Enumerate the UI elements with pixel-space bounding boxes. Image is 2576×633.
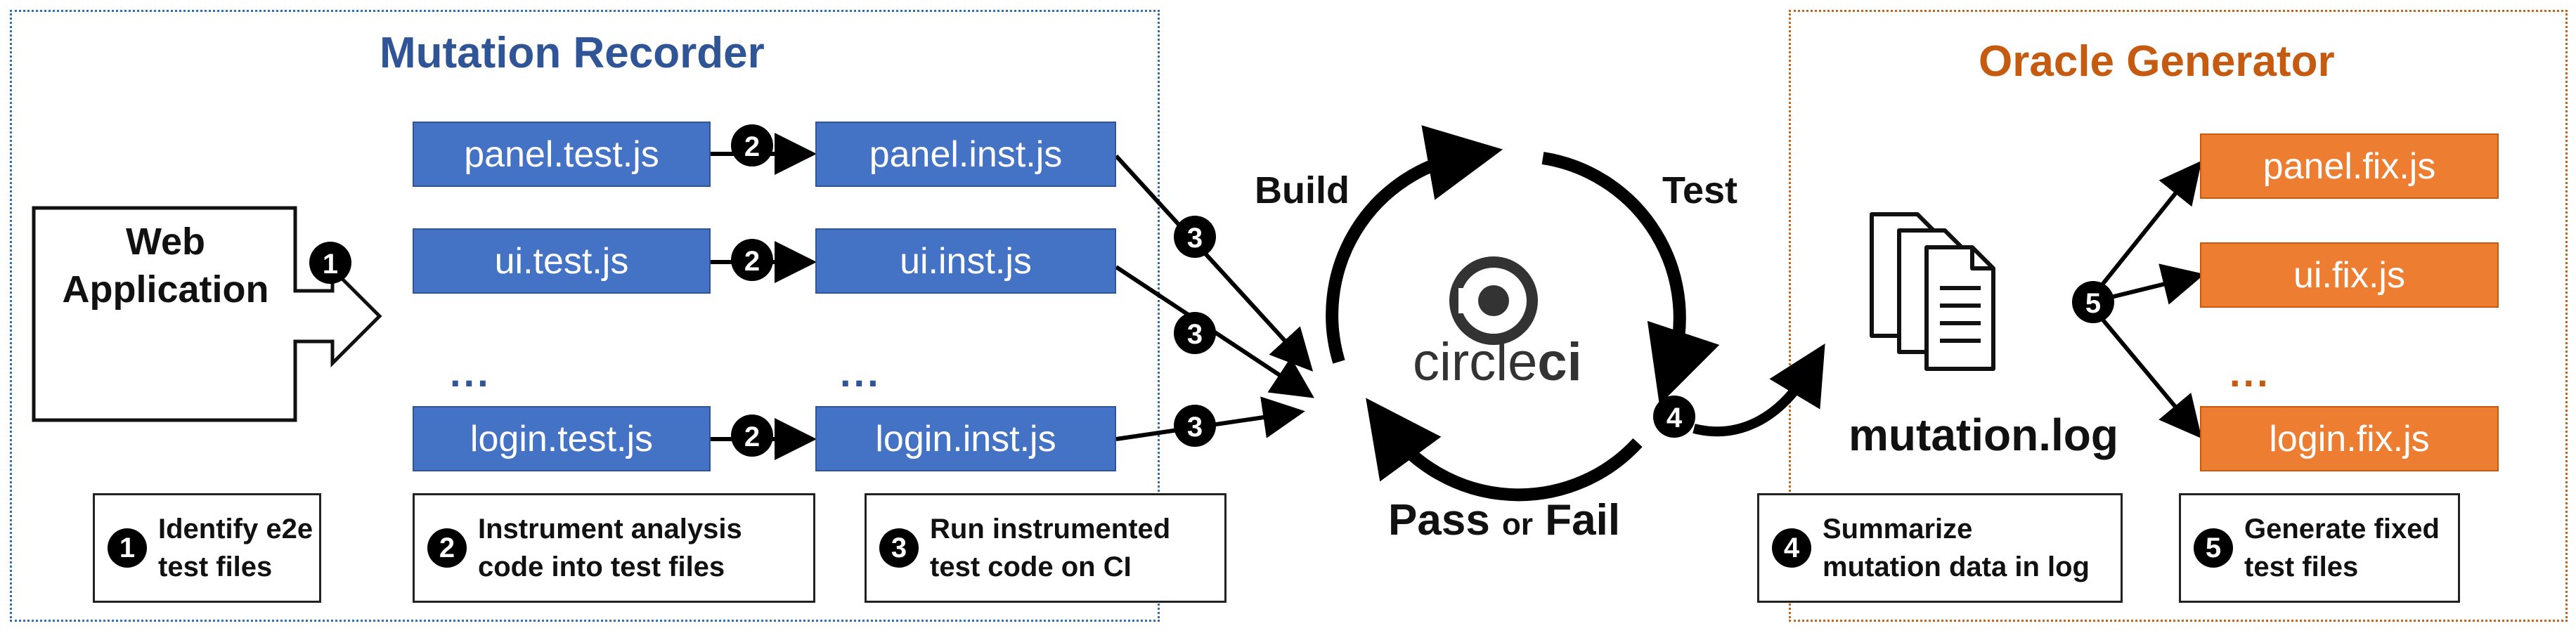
step-2-badges: 2 2 2: [731, 124, 773, 457]
svg-text:2: 2: [744, 131, 760, 162]
legend-step-4: 4 Summarize mutation data in log: [1757, 493, 2123, 603]
legend-step-2: 2 Instrument analysis code into test fil…: [413, 493, 815, 603]
inst-file-login: login.inst.js: [815, 406, 1116, 471]
legend-step-3: 3 Run instrumented test code on CI: [865, 493, 1226, 603]
inst-files-ellipsis: ...: [840, 351, 881, 395]
step-3-badges: 3 3 3: [1174, 216, 1216, 447]
svg-text:2: 2: [744, 246, 760, 277]
svg-text:2: 2: [744, 422, 760, 452]
ci-cycle-arrows: [1326, 125, 1720, 502]
mutation-log-label: mutation.log: [1849, 410, 2118, 460]
pass-or-fail-label: Pass or Fail: [1388, 495, 1620, 545]
step-4-arrow: [1692, 343, 1825, 437]
svg-text:4: 4: [1666, 403, 1683, 433]
step-number-badge: 4: [1772, 528, 1811, 568]
step-badge-1-webapp: [309, 242, 351, 284]
test-files-ellipsis: ...: [450, 351, 491, 395]
svg-text:5: 5: [2085, 288, 2101, 319]
test-file-ui: ui.test.js: [413, 228, 711, 294]
document-stack-icon: [1870, 212, 1995, 371]
mutation-recorder-section: [10, 10, 1160, 622]
step-description: Summarize mutation data in log: [1823, 514, 2090, 582]
step-description: Instrument analysis code into test files: [478, 514, 742, 582]
pass-label: Pass: [1388, 496, 1490, 544]
inst-file-ui: ui.inst.js: [815, 228, 1116, 294]
circleci-wordmark: circleci: [1413, 332, 1582, 393]
circleci-wordmark-prefix: circle: [1413, 332, 1538, 392]
fix-file-login: login.fix.js: [2200, 406, 2499, 471]
step-2-arrows: [710, 133, 817, 460]
step-number-badge: 1: [108, 528, 147, 568]
svg-text:3: 3: [1187, 223, 1203, 254]
svg-text:1: 1: [323, 249, 338, 280]
legend-step-5: 5 Generate fixed test files: [2179, 493, 2460, 603]
step-number-badge: 2: [427, 528, 467, 568]
legend-step-1: 1 Identify e2e test files: [93, 493, 321, 603]
web-application-label: Web Application: [62, 221, 269, 311]
circleci-logo-icon: [1449, 256, 1538, 345]
web-application-shape: [32, 206, 382, 422]
step-description: Run instrumented test code on CI: [930, 514, 1171, 582]
svg-text:3: 3: [1187, 319, 1203, 350]
test-label: Test: [1662, 169, 1738, 211]
step-description: Identify e2e test files: [158, 514, 313, 582]
step-description: Generate fixed test files: [2244, 514, 2440, 582]
fail-label: Fail: [1545, 496, 1621, 544]
test-file-panel: panel.test.js: [413, 122, 711, 187]
step-badge-4-ci: [1653, 396, 1695, 438]
circleci-wordmark-suffix: ci: [1537, 332, 1582, 392]
fix-file-ui: ui.fix.js: [2200, 242, 2499, 308]
fix-files-ellipsis: ...: [2229, 351, 2271, 395]
build-label: Build: [1255, 169, 1350, 211]
fix-file-panel: panel.fix.js: [2200, 133, 2499, 199]
or-label: or: [1502, 507, 1534, 542]
oracle-generator-section: [1789, 10, 2568, 622]
step-number-badge: 5: [2194, 528, 2233, 568]
svg-text:3: 3: [1187, 412, 1203, 443]
step-number-badge: 3: [879, 528, 919, 568]
step-badge-5-oracle: [2072, 281, 2114, 323]
oracle-generator-title: Oracle Generator: [1979, 37, 2335, 86]
test-file-login: login.test.js: [413, 406, 711, 471]
mutation-recorder-title: Mutation Recorder: [380, 29, 765, 77]
inst-file-panel: panel.inst.js: [815, 122, 1116, 187]
